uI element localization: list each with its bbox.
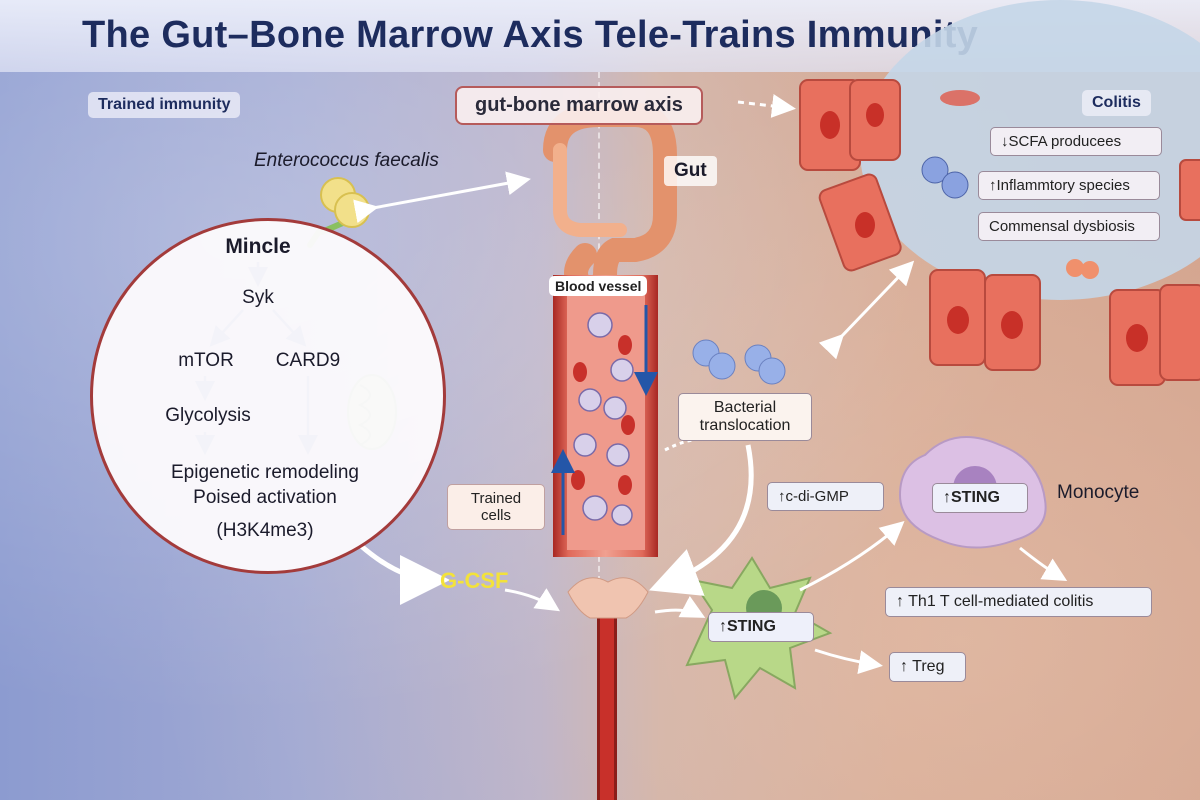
translocating-bacteria — [692, 339, 786, 385]
inflammatory-species-effect: ↑Inflammtory species — [978, 171, 1160, 200]
c-di-gmp-label: ↑c-di-GMP — [767, 482, 884, 511]
scfa-effect: ↓SCFA producees — [990, 127, 1162, 156]
monocyte-label: Monocyte — [1057, 482, 1140, 503]
bone-marrow-illustration — [567, 577, 649, 800]
trained-cells-label: Trained cells — [447, 484, 545, 530]
mtor-node: mTOR — [178, 350, 234, 371]
bacterium-label: Enterococcus faecalis — [254, 150, 439, 171]
h3k4me3-label: (H3K4me3) — [216, 520, 314, 541]
colitis-tag: Colitis — [1082, 90, 1151, 116]
poised-activation-node: Poised activation — [193, 487, 337, 508]
flow-arrows — [353, 94, 1068, 675]
treg-label: ↑ Treg — [889, 652, 966, 682]
blood-vessel-illustration — [551, 275, 658, 557]
card9-node: CARD9 — [275, 350, 341, 371]
bacterial-translocation-label: Bacterial translocation — [678, 393, 812, 441]
page-title: The Gut–Bone Marrow Axis Tele-Trains Imm… — [82, 14, 979, 56]
trained-immunity-tag: Trained immunity — [88, 92, 241, 118]
syk-node: Syk — [242, 287, 274, 308]
gut-illustration — [543, 103, 677, 305]
blood-vessel-label: Blood vessel — [549, 276, 648, 296]
gut-bone-marrow-axis-label: gut-bone marrow axis — [455, 86, 703, 125]
trained-immunity-pathway-circle — [90, 218, 446, 574]
epigenetic-remodeling-node: Epigenetic remodeling — [170, 462, 359, 483]
gut-label: Gut — [664, 156, 717, 186]
commensal-dysbiosis-effect: Commensal dysbiosis — [978, 212, 1160, 241]
mincle-node: Mincle — [225, 235, 291, 258]
dc-sting-label: ↑STING — [708, 612, 814, 642]
g-csf-label: G-CSF — [440, 568, 509, 593]
glycolysis-node: Glycolysis — [165, 405, 251, 426]
th1-colitis-label: ↑ Th1 T cell-mediated colitis — [885, 587, 1152, 617]
monocyte-sting-label: ↑STING — [932, 483, 1028, 513]
